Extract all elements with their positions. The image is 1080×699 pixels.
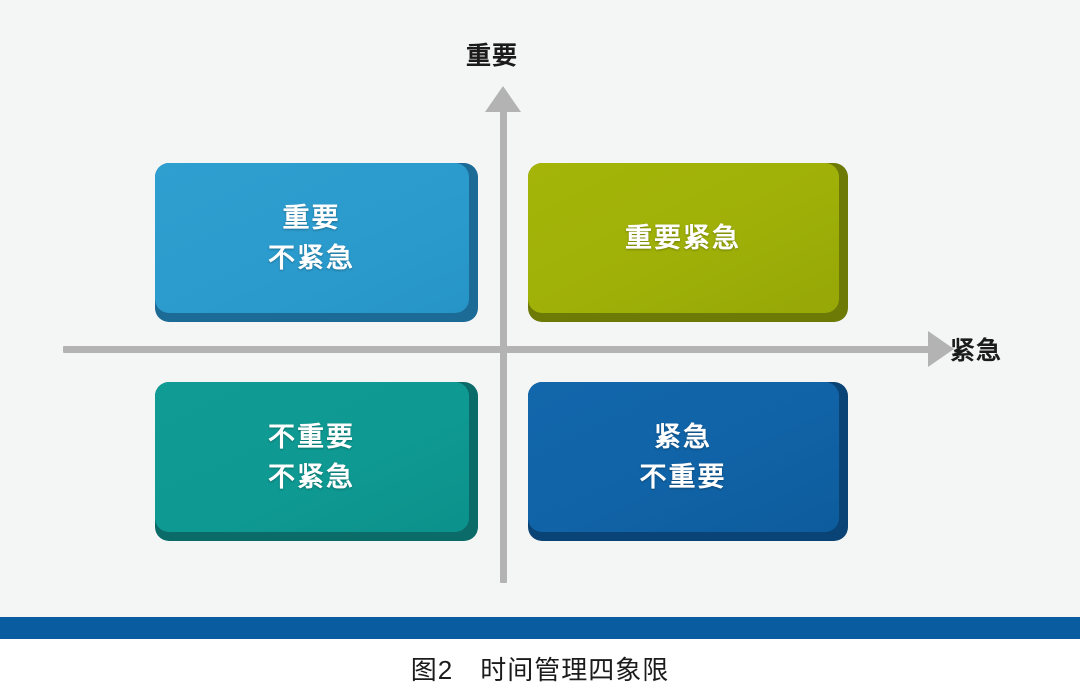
quadrant-face bbox=[528, 163, 839, 313]
quadrant-label-line1: 紧急 bbox=[654, 422, 712, 453]
quadrant-label-group: 重要紧急 bbox=[528, 163, 848, 322]
horizontal-axis-label: 紧急 bbox=[950, 337, 1003, 365]
quadrant-label-group: 紧急 不重要 bbox=[528, 382, 848, 541]
vertical-axis-label: 重要 bbox=[466, 42, 519, 70]
arrow-right-icon bbox=[928, 331, 954, 367]
quadrant-label-group: 重要 不紧急 bbox=[155, 163, 478, 322]
quadrant-important-urgent[interactable]: 重要紧急 bbox=[528, 163, 848, 322]
vertical-axis-line bbox=[500, 110, 507, 583]
quadrant-face bbox=[155, 163, 469, 313]
quadrant-face bbox=[528, 382, 839, 532]
quadrant-label-line2: 不紧急 bbox=[268, 242, 355, 273]
diagram-canvas: 重要 紧急 重要 不紧急 重要紧急 不重要 不紧急 bbox=[0, 0, 1080, 617]
quadrant-label-line2: 不紧急 bbox=[268, 461, 355, 492]
quadrant-label-line1: 不重要 bbox=[268, 422, 355, 453]
quadrant-label-line1: 重要 bbox=[282, 203, 341, 234]
quadrant-label-line1: 重要紧急 bbox=[625, 222, 741, 253]
quadrant-label-group: 不重要 不紧急 bbox=[155, 382, 478, 541]
blue-divider-bar bbox=[0, 617, 1080, 639]
quadrant-not-important-not-urgent[interactable]: 不重要 不紧急 bbox=[155, 382, 478, 541]
quadrant-face bbox=[155, 382, 469, 532]
quadrant-urgent-not-important[interactable]: 紧急 不重要 bbox=[528, 382, 848, 541]
horizontal-axis-line bbox=[63, 346, 935, 353]
quadrant-important-not-urgent[interactable]: 重要 不紧急 bbox=[155, 163, 478, 322]
arrow-up-icon bbox=[485, 86, 521, 112]
quadrant-label-line2: 不重要 bbox=[639, 461, 727, 492]
figure-caption: 图2 时间管理四象限 bbox=[410, 655, 670, 685]
